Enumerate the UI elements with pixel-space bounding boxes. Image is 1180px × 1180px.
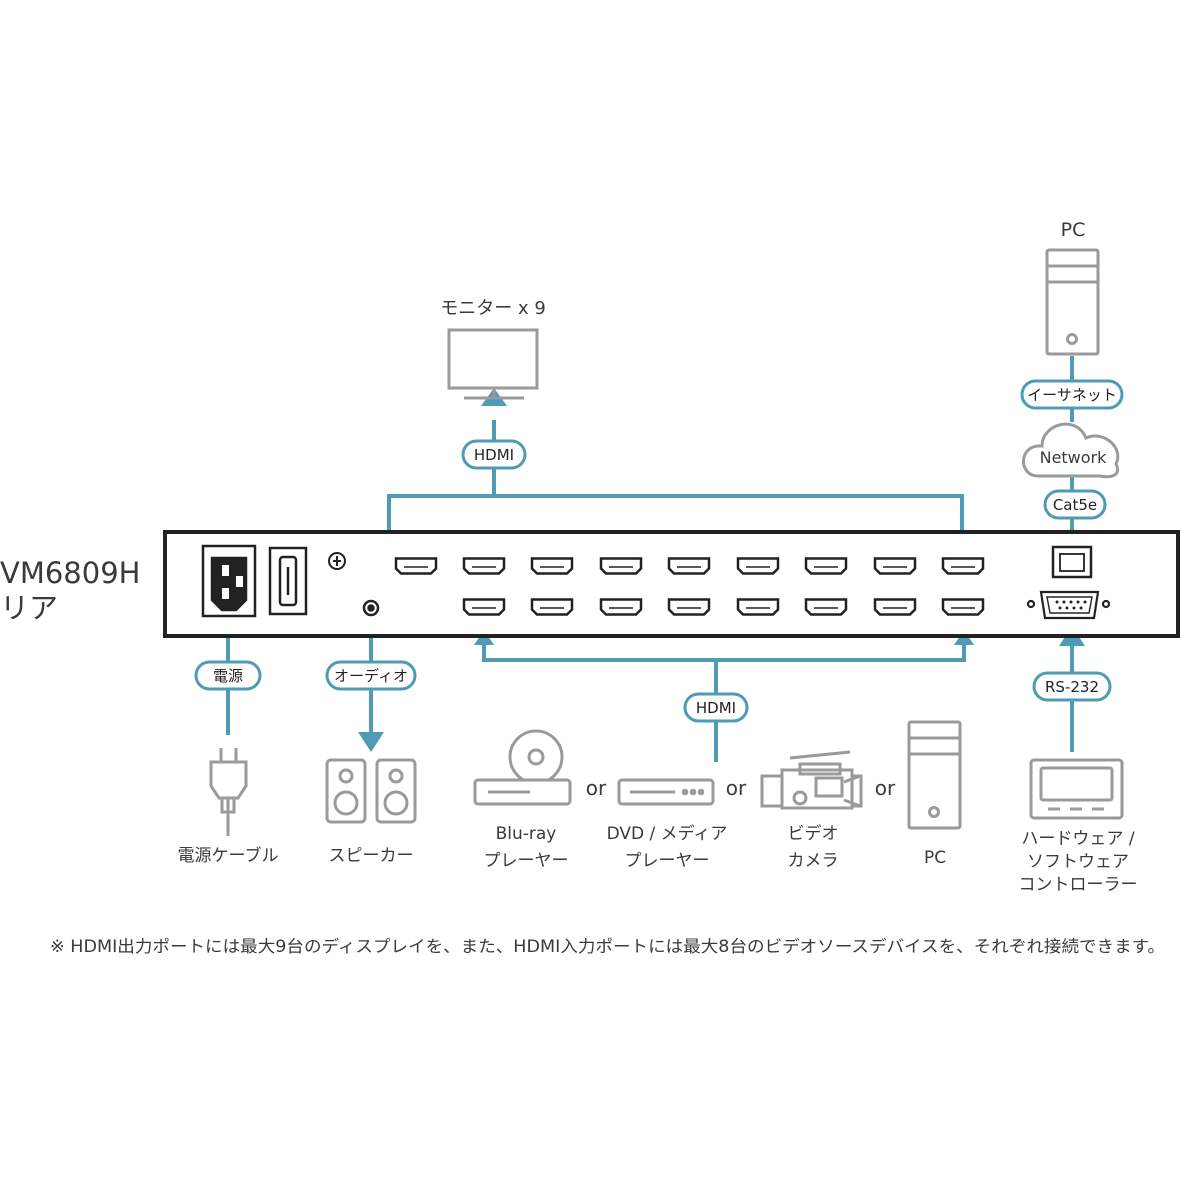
rear-label: リア — [0, 591, 58, 625]
pill-audio: オーディオ — [325, 660, 417, 691]
bluray-label-line2: プレーヤー — [484, 851, 569, 871]
pill-audio-text: オーディオ — [334, 667, 408, 685]
hdmi-out-port-6 — [736, 557, 780, 575]
hdmi-out-port-2 — [462, 557, 506, 575]
hdmi-out-port-1 — [394, 557, 438, 575]
hdmi-in-port-1 — [462, 598, 506, 616]
controller-label-line1: ハードウェア / — [1021, 829, 1134, 849]
lan-port-icon — [1051, 545, 1093, 579]
pill-rs232: RS-232 — [1032, 671, 1112, 702]
hdmi-out-port-9 — [941, 557, 985, 575]
cloud-icon — [1022, 422, 1120, 479]
monitor-label: モニター x 9 — [440, 298, 546, 319]
pill-hdmi-in: HDMI — [683, 692, 749, 723]
power-inlet-icon — [201, 544, 257, 618]
network-label: Network — [1040, 448, 1108, 467]
hdmi-out-bracket — [387, 494, 964, 540]
pill-power-text: 電源 — [213, 667, 243, 685]
monitor-icon — [447, 328, 539, 400]
hdmi-out-port-5 — [667, 557, 711, 575]
controller-icon — [1029, 758, 1124, 820]
pc-bottom-icon — [907, 720, 962, 830]
pc-bottom-label: PC — [924, 848, 946, 868]
pc-top-label: PC — [1061, 219, 1086, 241]
pill-hdmi-out: HDMI — [461, 439, 527, 470]
hdmi-out-port-4 — [599, 557, 643, 575]
pill-ethernet: イーサネット — [1020, 379, 1124, 410]
footnote: ※ HDMI出力ポートには最大9台のディスプレイを、また、HDMI入力ポートには… — [50, 936, 1165, 956]
audio-arrow — [358, 732, 384, 752]
dvd-label-line2: プレーヤー — [625, 851, 710, 871]
hdmi-in-port-4 — [667, 598, 711, 616]
power-cable-label: 電源ケーブル — [178, 845, 279, 866]
hdmi-in-port-2 — [530, 598, 574, 616]
or-text-3: or — [875, 776, 896, 800]
hdmi-in-port-6 — [804, 598, 848, 616]
audio-jack-icon — [362, 599, 380, 617]
video-camera-icon — [760, 750, 863, 810]
power-switch-icon — [268, 546, 308, 616]
video-label-line2: カメラ — [788, 851, 839, 871]
pill-ethernet-text: イーサネット — [1027, 386, 1117, 404]
device-chassis — [163, 530, 1180, 638]
dvd-label-line1: DVD / メディア — [607, 823, 728, 844]
ground-icon — [328, 552, 346, 570]
model-name: VM6809H — [0, 556, 140, 590]
hdmi-in-port-8 — [941, 598, 985, 616]
hdmi-in-port-3 — [599, 598, 643, 616]
hdmi-out-port-7 — [804, 557, 848, 575]
controller-label-line2: ソフトウェア — [1027, 852, 1129, 872]
speaker-label: スピーカー — [329, 846, 414, 866]
hdmi-in-port-7 — [873, 598, 917, 616]
video-label-line1: ビデオ — [788, 823, 839, 844]
bluray-player-icon — [473, 729, 572, 806]
pill-power: 電源 — [194, 660, 262, 691]
hdmi-out-port-3 — [530, 557, 574, 575]
pc-tower-icon — [1045, 248, 1100, 356]
dvd-player-icon — [617, 778, 715, 806]
bluray-label-line1: Blu-ray — [496, 824, 557, 844]
serial-port-icon — [1026, 590, 1111, 620]
hdmi-output-ports — [394, 557, 985, 575]
pill-cat5e: Cat5e — [1043, 489, 1107, 520]
hdmi-out-port-8 — [873, 557, 917, 575]
or-text-2: or — [726, 776, 747, 800]
pill-cat5e-text: Cat5e — [1053, 496, 1097, 514]
controller-label-line3: コントローラー — [1019, 875, 1138, 895]
power-plug-icon — [209, 748, 248, 836]
pill-hdmi-out-text: HDMI — [474, 446, 514, 464]
hdmi-in-port-5 — [736, 598, 780, 616]
or-text-1: or — [586, 776, 607, 800]
hdmi-input-ports — [462, 598, 985, 616]
pill-rs232-text: RS-232 — [1045, 678, 1099, 696]
hdmi-in-bracket — [482, 642, 966, 662]
speaker-icon — [325, 758, 417, 824]
pill-hdmi-in-text: HDMI — [696, 699, 736, 717]
